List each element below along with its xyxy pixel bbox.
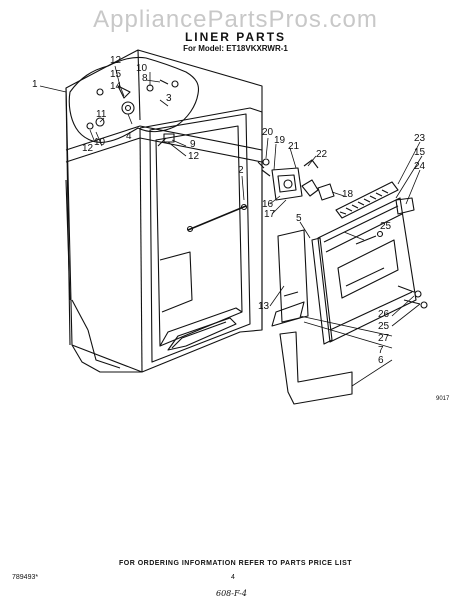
callout-15b: 15 — [414, 147, 426, 158]
evaporator-cover — [317, 197, 417, 343]
liner-outer — [65, 49, 263, 373]
watermark: AppliancePartsPros.com — [93, 6, 378, 33]
rod — [187, 205, 247, 231]
panel-6 — [279, 331, 353, 405]
callout-15: 15 — [110, 69, 122, 80]
callout-5: 5 — [296, 213, 302, 224]
callout-10b: 10 — [94, 137, 106, 148]
callout-1: 1 — [32, 79, 38, 90]
callout-14: 14 — [110, 81, 122, 92]
callout-13: 13 — [258, 301, 270, 312]
callout-2: 2 — [238, 165, 244, 176]
callout-12b: 12 — [82, 143, 94, 154]
callout-20: 20 — [262, 127, 274, 138]
callout-24: 24 — [414, 161, 426, 172]
page-number: 4 — [231, 574, 235, 581]
callout-10: 10 — [136, 63, 148, 74]
air-duct — [277, 229, 309, 323]
callout-7: 7 — [378, 345, 384, 356]
callout-25a: 25 — [380, 221, 392, 232]
callout-11: 11 — [96, 109, 107, 120]
callout-16: 16 — [262, 199, 274, 210]
ordering-note: FOR ORDERING INFORMATION REFER TO PARTS … — [118, 560, 353, 567]
grille — [335, 181, 399, 219]
fan-motor — [271, 167, 303, 201]
model-line: For Model: ET18VKXRWR-1 — [183, 44, 288, 53]
callout-8: 8 — [142, 73, 148, 84]
callout-4: 4 — [126, 131, 132, 142]
callout-21: 21 — [288, 141, 300, 152]
diagram-code: 9017 — [436, 396, 450, 402]
damper — [271, 301, 305, 327]
callout-17: 17 — [264, 209, 276, 220]
handwritten-note: 608-F-4 — [216, 589, 247, 598]
callout-25b: 25 — [378, 321, 390, 332]
callout-23: 23 — [414, 133, 426, 144]
freezer-top-panel — [68, 56, 200, 143]
callout-18: 18 — [342, 189, 354, 200]
callout-12: 12 — [110, 55, 122, 66]
divider-band — [65, 125, 263, 151]
door-frame — [139, 107, 263, 330]
callout-12c: 12 — [188, 151, 200, 162]
callout-27: 27 — [378, 333, 390, 344]
callout-6: 6 — [378, 355, 384, 366]
callout-19: 19 — [274, 135, 286, 146]
crisper-area — [159, 307, 243, 347]
callout-26: 26 — [378, 309, 390, 320]
callout-3: 3 — [166, 93, 172, 104]
callout-9: 9 — [190, 139, 196, 150]
part-number: 789493* — [12, 574, 39, 581]
callout-22: 22 — [316, 149, 328, 160]
diagram-title: LINER PARTS — [184, 30, 287, 44]
